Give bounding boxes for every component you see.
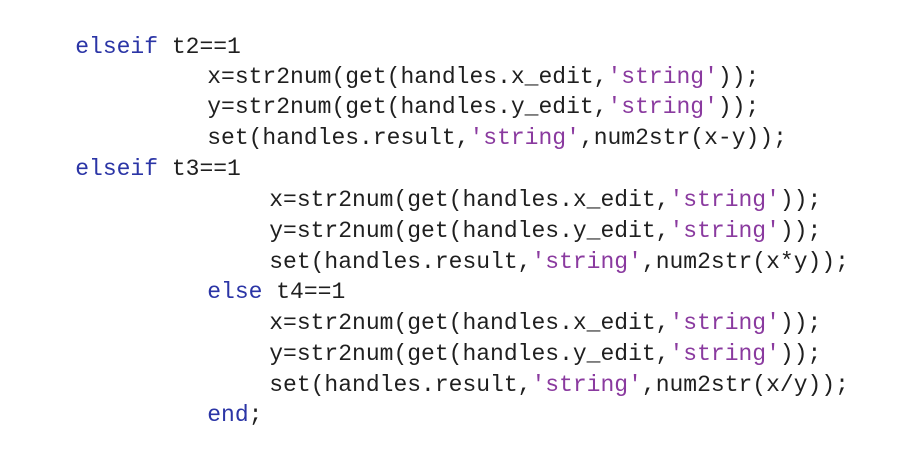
code-token: y=str2num(get(handles.y_edit, xyxy=(269,341,670,367)
string-token: 'string' xyxy=(469,125,580,151)
string-token: 'string' xyxy=(669,341,780,367)
string-token: 'string' xyxy=(669,218,780,244)
code-line: x=str2num(get(handles.x_edit,'string')); xyxy=(214,278,821,336)
code-token: t4==1 xyxy=(262,279,346,305)
code-line: elseif t2==1 xyxy=(20,2,241,60)
code-token: )); xyxy=(779,310,822,336)
code-token: )); xyxy=(779,341,822,367)
string-token: 'string' xyxy=(669,310,780,336)
code-token: )); xyxy=(779,187,822,213)
keyword-token: end xyxy=(207,402,249,428)
code-token: x=str2num(get(handles.x_edit, xyxy=(269,310,670,336)
code-token: set(handles.result, xyxy=(269,249,532,275)
code-token: )); xyxy=(717,94,760,120)
keyword-token: elseif xyxy=(75,156,159,182)
code-token: set(handles.result, xyxy=(269,372,532,398)
code-line: else t4==1 xyxy=(152,247,345,305)
code-line: set(handles.result,'string',num2str(x*y)… xyxy=(214,217,849,275)
code-token: x=str2num(get(handles.x_edit, xyxy=(269,187,670,213)
code-line: elseif t3==1 xyxy=(20,124,241,182)
string-token: 'string' xyxy=(669,187,780,213)
code-line: y=str2num(get(handles.y_edit,'string')); xyxy=(152,62,759,120)
code-line: x=str2num(get(handles.x_edit,'string')); xyxy=(152,32,759,90)
string-token: 'string' xyxy=(531,372,642,398)
code-token: )); xyxy=(779,218,822,244)
code-line: x=str2num(get(handles.x_edit,'string')); xyxy=(214,155,821,213)
keyword-token: elseif xyxy=(75,34,159,60)
code-token: )); xyxy=(717,64,760,90)
code-token: ,num2str(x-y)); xyxy=(579,125,787,151)
code-token: t2==1 xyxy=(158,34,241,60)
code-token: ; xyxy=(248,402,263,428)
code-token: y=str2num(get(handles.y_edit, xyxy=(269,218,670,244)
code-line: y=str2num(get(handles.y_edit,'string')); xyxy=(214,309,821,367)
string-token: 'string' xyxy=(607,94,718,120)
code-token: t3==1 xyxy=(158,156,241,182)
code-listing: elseif t2==1 x=str2num(get(handles.x_edi… xyxy=(20,2,849,428)
string-token: 'string' xyxy=(607,64,718,90)
keyword-token: else xyxy=(207,279,263,305)
code-line: set(handles.result,'string',num2str(x-y)… xyxy=(152,93,787,151)
string-token: 'string' xyxy=(531,249,642,275)
code-token: ,num2str(x/y)); xyxy=(641,372,849,398)
code-line: y=str2num(get(handles.y_edit,'string')); xyxy=(214,186,821,244)
code-line: set(handles.result,'string',num2str(x/y)… xyxy=(214,340,849,398)
code-token: set(handles.result, xyxy=(207,125,470,151)
code-token: y=str2num(get(handles.y_edit, xyxy=(207,94,608,120)
code-token: x=str2num(get(handles.x_edit, xyxy=(207,64,608,90)
code-token: ,num2str(x*y)); xyxy=(641,249,849,275)
code-line: end; xyxy=(152,370,262,428)
